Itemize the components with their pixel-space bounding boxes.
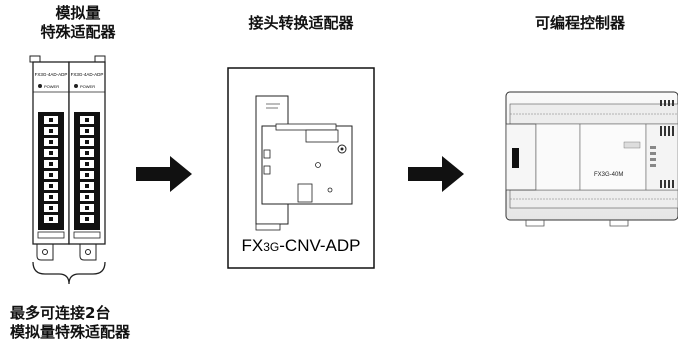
connector-adapter-model: FX3G-CNV-ADP [242,236,361,255]
module-2-power-text: POWER [80,84,95,89]
analog-adapter-label-line2: 特殊适配器 [40,23,116,41]
module-1-power-text: POWER [44,84,59,89]
power-led-icon [74,84,78,88]
connector-adapter-label: 接头转换适配器 [248,14,354,32]
max-connection-note-line2: 模拟量特殊适配器 [10,323,131,341]
analog-adapter-module-1: FX3G-4AD-ADP POWER [32,61,70,245]
power-led-icon [38,84,42,88]
module-2-model-text: FX3G-4AD-ADP [71,72,104,77]
plc-model-text: FX3G-40M [594,172,623,178]
max-connection-note-line1: 最多可连接2台 [10,304,111,322]
analog-adapter-label-line1: 模拟量 [55,4,101,22]
module-1-model-text: FX3G-4AD-ADP [35,72,68,77]
analog-adapter-label: 模拟量 特殊适配器 [18,4,138,42]
grouping-brace [32,261,106,285]
analog-adapter-module-2: FX3G-4AD-ADP POWER [68,61,106,245]
arrow-right-icon [408,156,464,192]
analog-adapter-pair: FX3G-4AD-ADP POWER [29,55,106,261]
plc-unit: FX3G-40M [505,91,678,227]
connector-adapter-panel: FX3G-CNV-ADP [227,67,375,269]
plc-label: 可编程控制器 [534,14,625,32]
arrow-right-icon [136,156,192,192]
max-connection-note: 最多可连接2台 模拟量特殊适配器 [10,304,130,342]
